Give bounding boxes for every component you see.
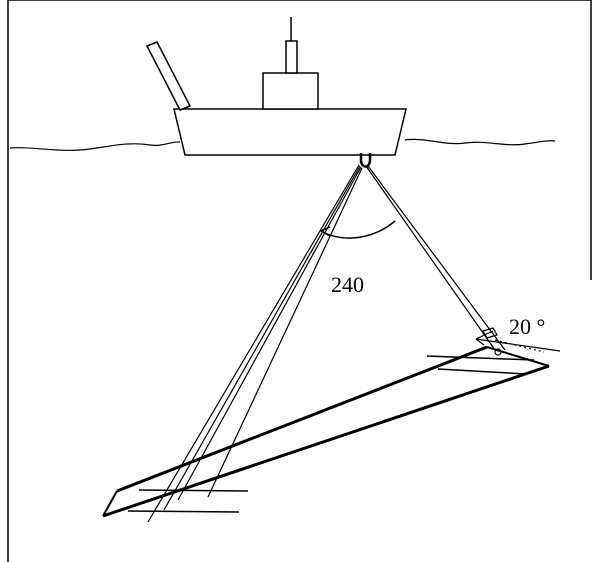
ship-mast-base bbox=[285, 40, 298, 74]
angle-arc bbox=[319, 220, 396, 239]
lifting-slings bbox=[147, 164, 506, 523]
angle-label: 240 bbox=[331, 272, 364, 297]
tilt-label: 20 ° bbox=[509, 314, 545, 339]
ship-cabin bbox=[262, 72, 319, 110]
lifted-structure bbox=[102, 345, 550, 518]
sea-surface bbox=[9, 138, 556, 151]
frame bbox=[7, 0, 592, 562]
hook bbox=[359, 153, 372, 168]
ship-hull bbox=[173, 108, 407, 156]
ship-crane-boom bbox=[145, 41, 192, 111]
ship bbox=[145, 17, 407, 156]
